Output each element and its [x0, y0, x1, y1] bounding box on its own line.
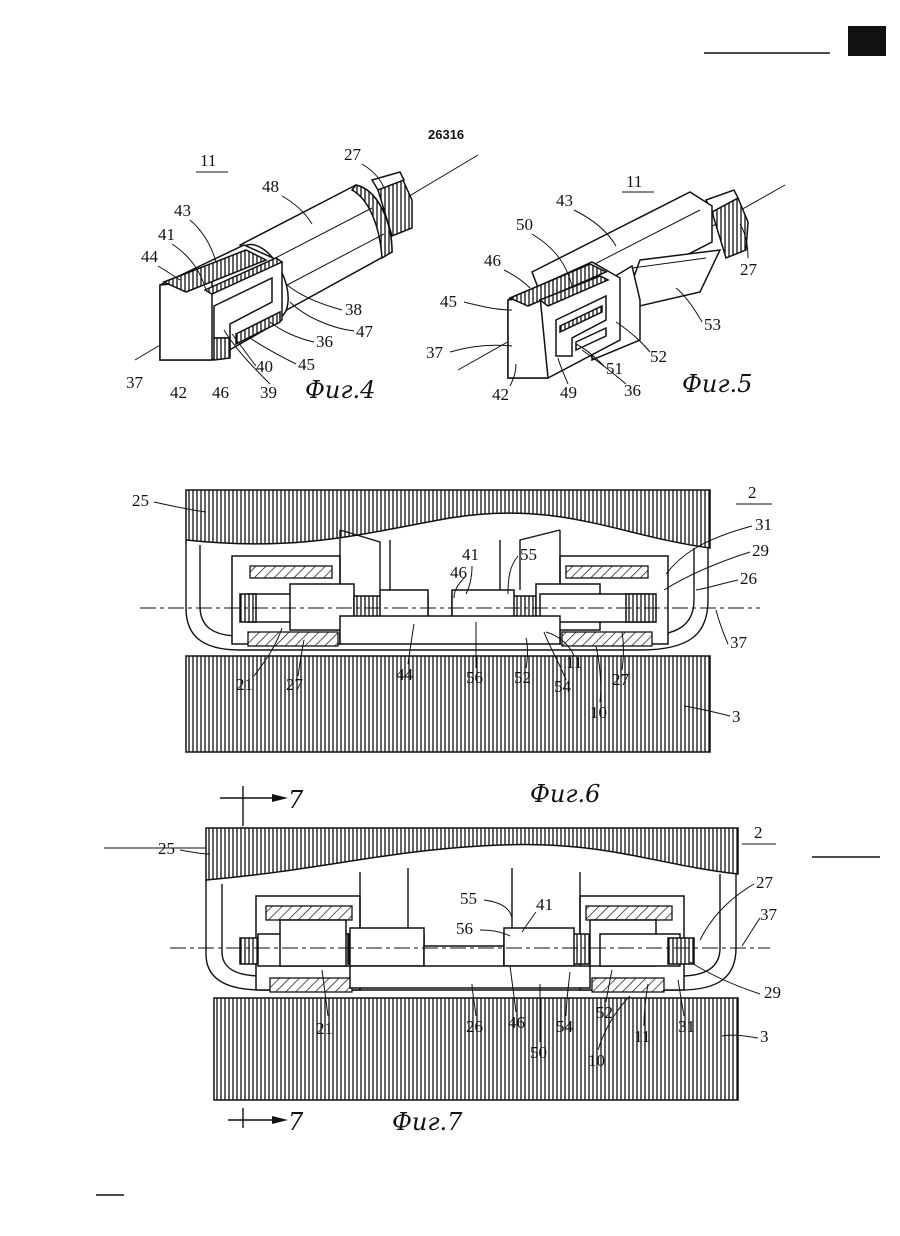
fig6-label: 25 — [132, 491, 149, 510]
fig5-part-number: 11 — [626, 172, 642, 191]
fig5-label: 49 — [560, 383, 577, 402]
fig7-part-number: 2 — [754, 823, 763, 842]
fig5-label: 45 — [440, 292, 457, 311]
fig6-label: 37 — [730, 633, 748, 652]
fig4-label: 37 — [126, 373, 144, 392]
fig6-label: 27 — [286, 675, 304, 694]
fig6-label: 46 — [450, 563, 467, 582]
fig6-label: 31 — [755, 515, 772, 534]
fig6-label: 56 — [466, 668, 483, 687]
fig5-label: 53 — [704, 315, 721, 334]
fig5-label: 46 — [484, 251, 501, 270]
fig6-label: 21 — [236, 675, 253, 694]
fig7-label: 11 — [634, 1027, 650, 1046]
section-arrow — [272, 794, 288, 802]
figure-5 — [458, 185, 785, 378]
fig6-label: 55 — [520, 545, 537, 564]
fig5-label: 52 — [650, 347, 667, 366]
fig4-label: 45 — [298, 355, 315, 374]
fig6-label: 26 — [740, 569, 757, 588]
fig4-label: 38 — [345, 300, 362, 319]
fig7-label: 37 — [760, 905, 778, 924]
fig4-label: 44 — [141, 247, 159, 266]
fig7-label: 52 — [596, 1003, 613, 1022]
fig7-label: 10 — [588, 1051, 605, 1070]
fig5-label: 51 — [606, 359, 623, 378]
fig4-label: 39 — [260, 383, 277, 402]
fig5-label: 36 — [624, 381, 641, 400]
fig4-label: 41 — [158, 225, 175, 244]
fig6-label: 29 — [752, 541, 769, 560]
fig4-label: 46 — [212, 383, 229, 402]
fig4-label: 36 — [316, 332, 333, 351]
fig4-caption: Фиг.4 — [305, 376, 375, 404]
figure-7 — [104, 786, 880, 1128]
fig7-label: 26 — [466, 1017, 483, 1036]
fig7-label: 21 — [316, 1019, 333, 1038]
fig7-label: 50 — [530, 1043, 547, 1062]
fig5-label: 27 — [740, 260, 758, 279]
fig4-label: 47 — [356, 322, 374, 341]
fig6-label: 3 — [732, 707, 741, 726]
fig6-label: 41 — [462, 545, 479, 564]
fig7-label: 3 — [760, 1027, 769, 1046]
fig7-label: 31 — [678, 1017, 695, 1036]
fig7-label: 29 — [764, 983, 781, 1002]
fig4-label: 40 — [256, 357, 273, 376]
fig7-label: 46 — [508, 1013, 525, 1032]
fig4-label: 27 — [344, 145, 362, 164]
fig7-section-mark-bottom: 7 — [288, 1108, 304, 1136]
fig5-label: 37 — [426, 343, 444, 362]
fig4-part-number: 11 — [200, 151, 216, 170]
fig5-label: 42 — [492, 385, 509, 404]
fig6-part-number: 2 — [748, 483, 757, 502]
section-arrow — [272, 1116, 288, 1124]
figure-6 — [140, 490, 760, 752]
fig7-section-mark-top: 7 — [288, 786, 304, 814]
fig4-label: 48 — [262, 177, 279, 196]
fig6-label: 44 — [396, 665, 414, 684]
fig7-label: 25 — [158, 839, 175, 858]
fig6-caption: Фиг.6 — [530, 780, 600, 808]
fig5-caption: Фиг.5 — [682, 370, 752, 398]
fig4-label: 42 — [170, 383, 187, 402]
fig5-label: 43 — [556, 191, 573, 210]
fig4-label: 43 — [174, 201, 191, 220]
corner-registration-mark — [848, 26, 886, 56]
fig7-label: 54 — [556, 1017, 574, 1036]
fig7-label: 41 — [536, 895, 553, 914]
fig7-label: 56 — [456, 919, 473, 938]
fig6-label: 10 — [590, 703, 607, 722]
fig7-label: 27 — [756, 873, 774, 892]
fig5-label: 50 — [516, 215, 533, 234]
document-number: 26316 — [428, 127, 464, 142]
fig6-label: 52 — [514, 668, 531, 687]
fig7-caption: Фиг.7 — [392, 1108, 463, 1136]
fig6-label: 54 — [554, 677, 572, 696]
fig6-label: 27 — [612, 670, 630, 689]
figure-4 — [135, 155, 478, 360]
fig7-label: 55 — [460, 889, 477, 908]
